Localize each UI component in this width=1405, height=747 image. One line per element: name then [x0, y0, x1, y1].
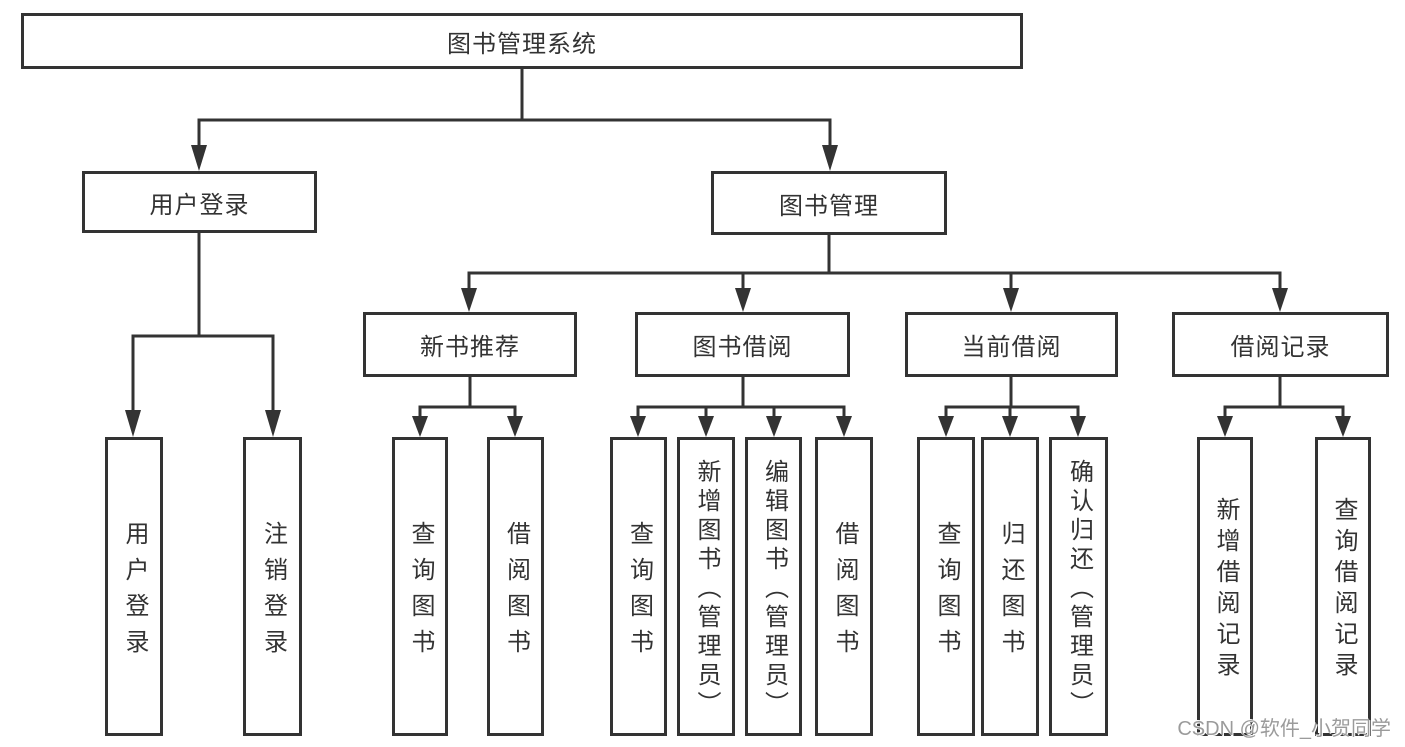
connector-book-management-to-level3: [461, 235, 1288, 312]
node-current-borrow: 当前借阅: [905, 312, 1118, 377]
leaf-borrow-query-books: 查询图书: [610, 437, 667, 736]
node-current-borrow-label: 当前借阅: [961, 334, 1062, 361]
leaf-confirm-return-admin: 确认归还（管理员）: [1049, 437, 1108, 736]
node-book-borrow-label: 图书借阅: [692, 334, 793, 361]
leaf-borrow-borrow-books-label: 借阅图书: [831, 520, 858, 665]
node-book-management: 图书管理: [711, 171, 947, 235]
leaf-borrow-borrow-books: 借阅图书: [815, 437, 873, 736]
connector-root-to-level2: [191, 69, 838, 171]
node-new-book-recommend-label: 新书推荐: [420, 334, 520, 361]
node-user-login-label: 用户登录: [149, 191, 250, 219]
leaf-logout-label: 注销登录: [259, 520, 287, 665]
node-borrow-records: 借阅记录: [1172, 312, 1389, 377]
leaf-query-borrow-record: 查询借阅记录: [1315, 437, 1371, 736]
leaf-recommend-borrow-books-label: 借阅图书: [502, 520, 530, 665]
node-book-borrow: 图书借阅: [635, 312, 850, 377]
leaf-recommend-query-books-label: 查询图书: [407, 520, 434, 665]
node-root-system: 图书管理系统: [21, 13, 1023, 69]
csdn-watermark: CSDN @软件_小贺同学: [1177, 718, 1391, 740]
connector-user-login-to-leaves: [125, 233, 281, 437]
leaf-return-books: 归还图书: [981, 437, 1039, 736]
leaf-confirm-return-admin-label: 确认归还（管理员）: [1065, 458, 1093, 720]
leaf-add-borrow-record-label: 新增借阅记录: [1212, 497, 1239, 683]
node-borrow-records-label: 借阅记录: [1230, 334, 1331, 361]
connector-book-borrow-to-leaves: [630, 377, 852, 437]
node-user-login: 用户登录: [82, 171, 317, 233]
leaf-add-books-admin: 新增图书（管理员）: [677, 437, 735, 736]
connector-new-book-recommend-to-leaves: [412, 377, 523, 437]
connector-current-borrow-to-leaves: [938, 377, 1086, 437]
leaf-recommend-borrow-books: 借阅图书: [487, 437, 544, 736]
leaf-return-books-label: 归还图书: [997, 520, 1024, 665]
leaf-logout: 注销登录: [243, 437, 302, 736]
leaf-edit-books-admin: 编辑图书（管理员）: [745, 437, 802, 736]
leaf-borrow-query-books-label: 查询图书: [625, 520, 653, 665]
leaf-recommend-query-books: 查询图书: [392, 437, 448, 736]
node-root-label: 图书管理系统: [447, 30, 597, 58]
leaf-current-query-books: 查询图书: [917, 437, 975, 736]
leaf-current-query-books-label: 查询图书: [933, 520, 960, 665]
node-new-book-recommend: 新书推荐: [363, 312, 577, 377]
node-book-management-label: 图书管理: [779, 192, 879, 220]
connector-borrow-records-to-leaves: [1217, 377, 1351, 437]
leaf-user-login: 用户登录: [105, 437, 163, 736]
leaf-add-books-admin-label: 新增图书（管理员）: [693, 458, 720, 720]
leaf-query-borrow-record-label: 查询借阅记录: [1330, 497, 1357, 683]
leaf-add-borrow-record: 新增借阅记录: [1197, 437, 1253, 736]
leaf-user-login-label: 用户登录: [121, 520, 148, 665]
leaf-edit-books-admin-label: 编辑图书（管理员）: [760, 458, 788, 720]
